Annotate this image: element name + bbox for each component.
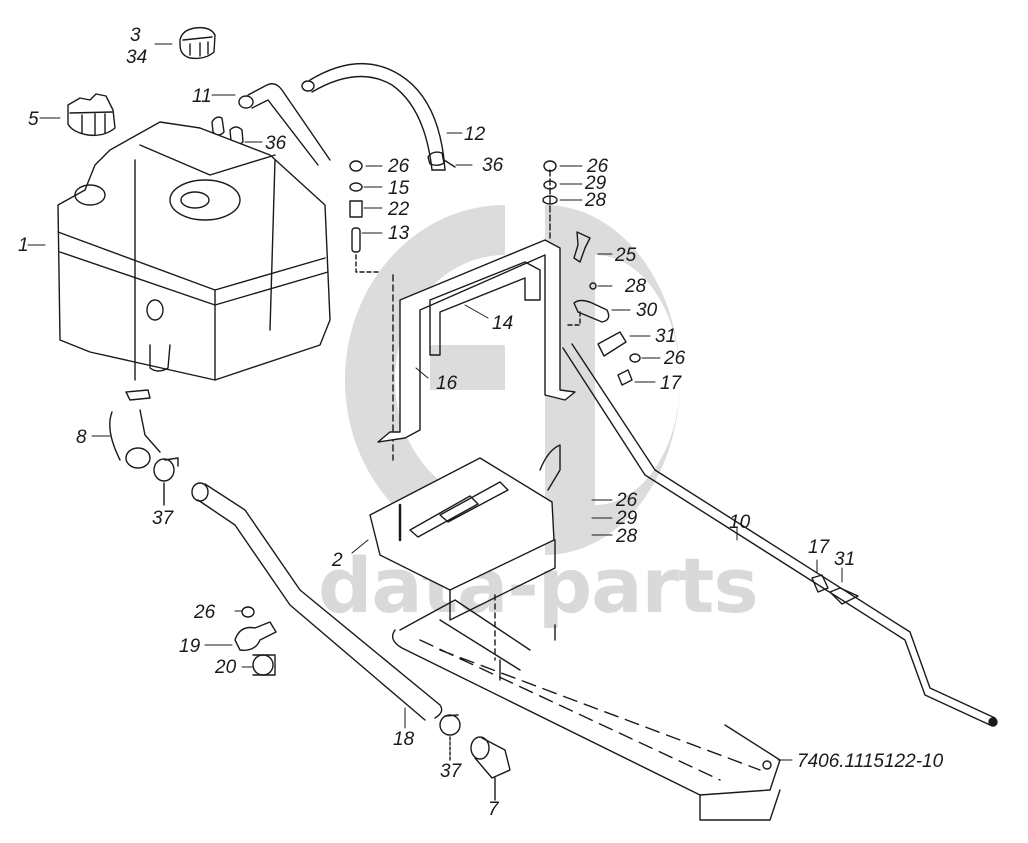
callout-37: 37 bbox=[440, 761, 462, 782]
callout-20: 20 bbox=[215, 657, 237, 678]
callout-34: 34 bbox=[126, 47, 148, 68]
callout-22: 22 bbox=[388, 199, 410, 220]
hose-11 bbox=[238, 83, 331, 166]
callout-29: 29 bbox=[585, 173, 607, 194]
expansion-tank bbox=[57, 121, 331, 381]
mounting-plate bbox=[369, 444, 561, 621]
callout-31: 31 bbox=[834, 549, 856, 570]
callout-1: 1 bbox=[18, 235, 29, 256]
elbow-hose-8 bbox=[109, 389, 161, 469]
callout-7: 7 bbox=[488, 799, 499, 820]
radiator-cap bbox=[179, 26, 216, 60]
hose-18 bbox=[191, 482, 443, 721]
pipe-clip bbox=[234, 606, 277, 676]
callout-15: 15 bbox=[388, 178, 410, 199]
callout-36: 36 bbox=[482, 155, 504, 176]
callout-28: 28 bbox=[625, 276, 647, 297]
callout-26: 26 bbox=[664, 348, 686, 369]
callout-16: 16 bbox=[436, 373, 458, 394]
callout-26: 26 bbox=[388, 156, 410, 177]
callout-11: 11 bbox=[192, 86, 212, 107]
callout-36: 36 bbox=[265, 133, 287, 154]
callout-28: 28 bbox=[585, 190, 607, 211]
callout-2: 2 bbox=[332, 550, 343, 571]
callout-26: 26 bbox=[616, 490, 638, 511]
callout-17: 17 bbox=[660, 373, 682, 394]
callout-17: 17 bbox=[808, 537, 830, 558]
stud-parts bbox=[349, 160, 394, 461]
callout-25: 25 bbox=[615, 245, 637, 266]
manifold-assembly bbox=[392, 594, 781, 821]
callout-30: 30 bbox=[636, 300, 658, 321]
callout-13: 13 bbox=[388, 223, 410, 244]
callout-5: 5 bbox=[28, 109, 39, 130]
leader-lines bbox=[27, 43, 843, 761]
callout-12: 12 bbox=[464, 124, 486, 145]
callout-8: 8 bbox=[76, 427, 87, 448]
callout-19: 19 bbox=[179, 636, 201, 657]
callout-37: 37 bbox=[152, 508, 174, 529]
tank-bracket bbox=[377, 160, 576, 443]
callout-31: 31 bbox=[655, 326, 677, 347]
fastener-parts bbox=[566, 231, 641, 386]
callout-18: 18 bbox=[393, 729, 415, 750]
callout-29: 29 bbox=[616, 508, 638, 529]
hose-12 bbox=[301, 62, 446, 171]
hose-7 bbox=[470, 736, 511, 801]
watermark-g-bar bbox=[430, 345, 505, 390]
callout-14: 14 bbox=[492, 313, 514, 334]
pipe-10 bbox=[562, 343, 998, 727]
assembly-number: 7406.1115122-10 bbox=[797, 751, 944, 772]
callout-28: 28 bbox=[616, 526, 638, 547]
filler-cap bbox=[67, 93, 116, 137]
callout-10: 10 bbox=[729, 512, 751, 533]
watermark-g-shape bbox=[344, 205, 505, 555]
hose-clamp-37b bbox=[439, 714, 461, 761]
callout-26: 26 bbox=[194, 602, 216, 623]
bushing-clip bbox=[811, 574, 859, 605]
watermark-d-shape bbox=[545, 205, 680, 555]
callout-26: 26 bbox=[587, 156, 609, 177]
callout-3: 3 bbox=[130, 25, 141, 46]
hose-clamp-37a bbox=[153, 457, 179, 506]
